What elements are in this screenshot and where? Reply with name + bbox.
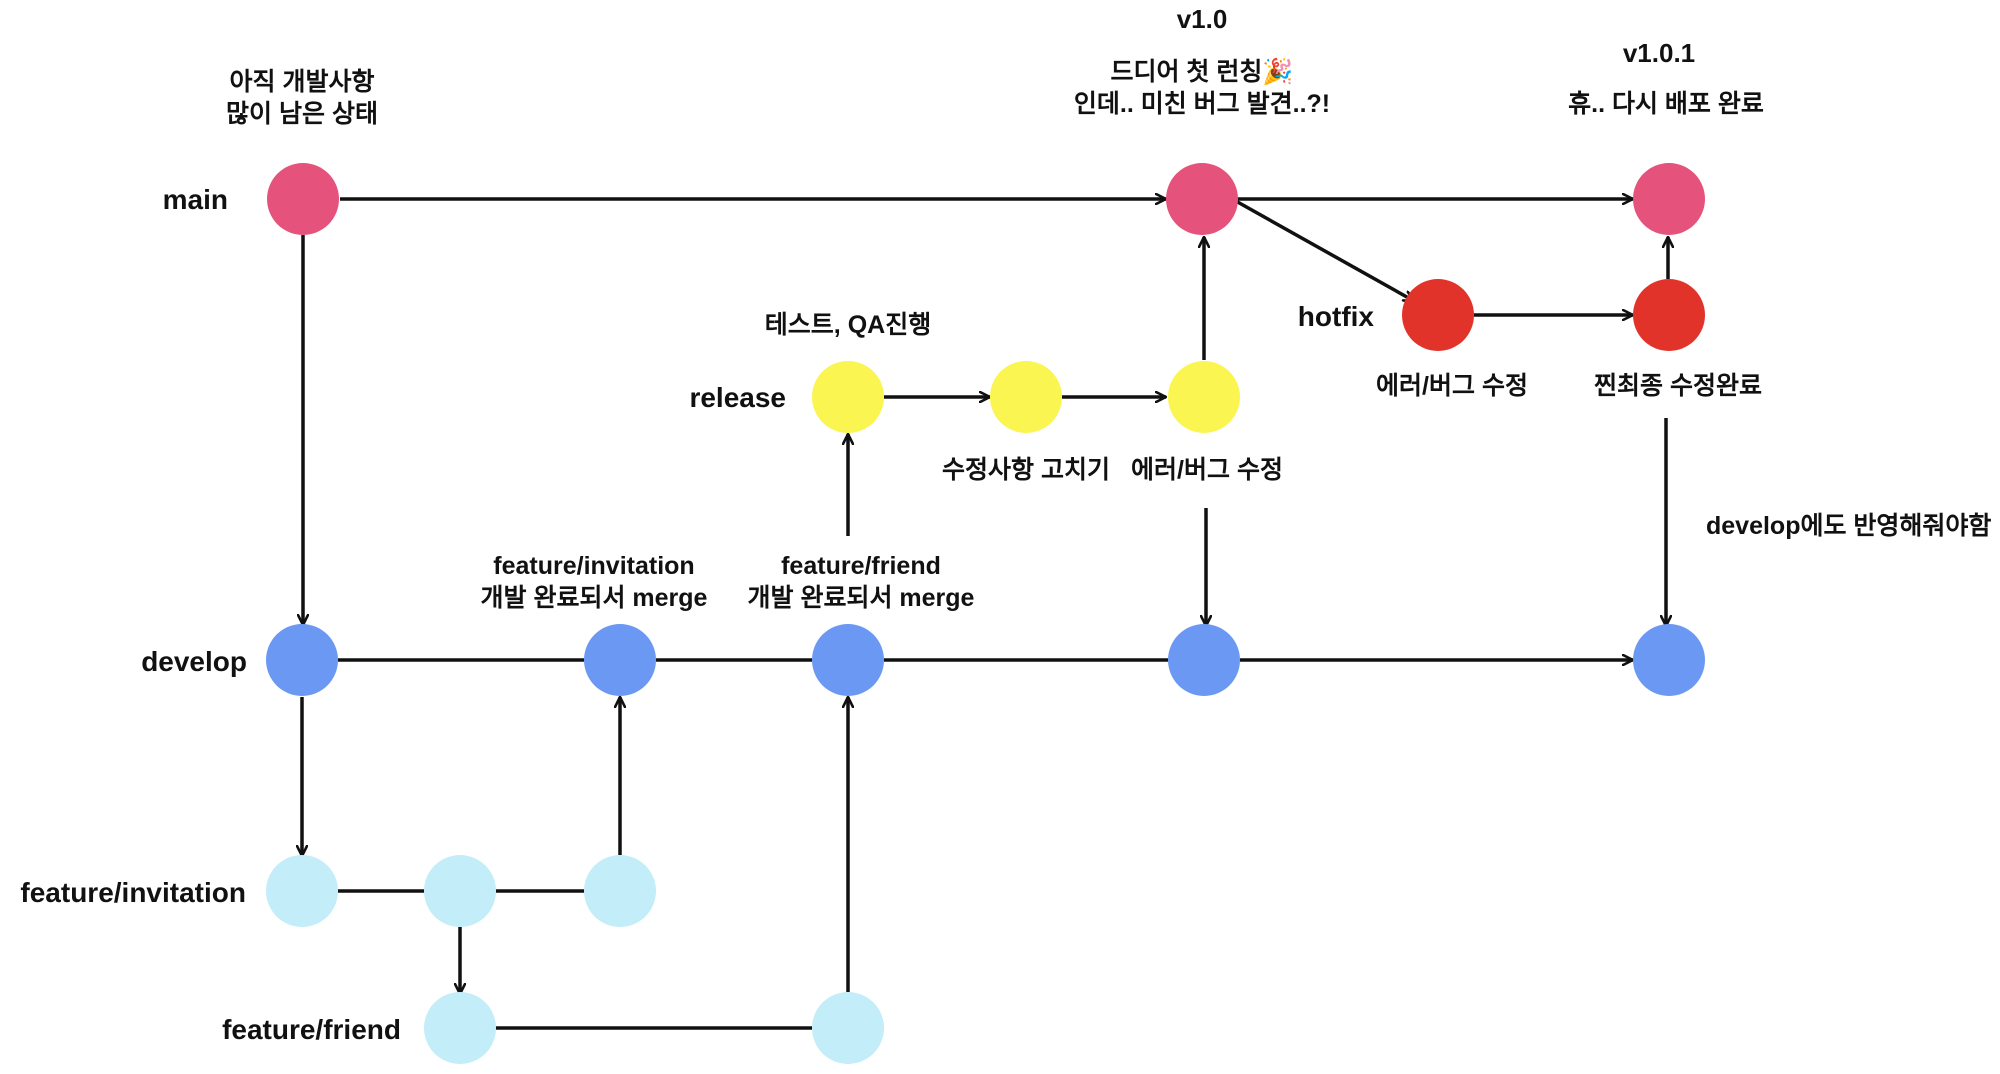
note-hotfix-fix-1: 에러/버그 수정 [1376, 372, 1528, 400]
develop-commit-1 [266, 624, 338, 696]
note-release-fix-2: 에러/버그 수정 [1131, 456, 1283, 484]
note-hotfix-fix-2: 찐최종 수정완료 [1594, 372, 1762, 400]
note-line: 아직 개발사항 [230, 68, 375, 96]
invitation-commit-2 [424, 855, 496, 927]
version-label-v1-0: v1.0 [1177, 4, 1228, 34]
note-line: 휴.. 다시 배포 완료 [1568, 90, 1764, 118]
invitation-commit-1 [266, 855, 338, 927]
branch-label-main: main [163, 184, 228, 215]
note-line: 많이 남은 상태 [226, 100, 378, 128]
version-label-v1-0-1: v1.0.1 [1623, 38, 1695, 68]
note-release-test: 테스트, QA진행 [765, 311, 931, 339]
note-merge-invitation: feature/invitation 개발 완료되서 merge [481, 552, 708, 612]
note-line: 에러/버그 수정 [1131, 456, 1283, 484]
release-commit-2 [990, 361, 1062, 433]
develop-commit-4 [1168, 624, 1240, 696]
hotfix-commit-1 [1402, 279, 1474, 351]
invitation-commit-3 [584, 855, 656, 927]
main-commit-v1-0 [1166, 163, 1238, 235]
note-release-fix-1: 수정사항 고치기 [942, 456, 1110, 484]
version-labels: v1.0 v1.0.1 [1177, 4, 1695, 68]
main-commit-start [267, 163, 339, 235]
branch-label-release: release [689, 382, 786, 413]
edge-v1-to-hotfix [1233, 198, 1414, 303]
note-line: 테스트, QA진행 [765, 311, 931, 339]
note-line: 개발 완료되서 merge [481, 584, 708, 612]
note-merge-friend: feature/friend 개발 완료되서 merge [748, 552, 975, 612]
commit-nodes [266, 163, 1705, 1064]
release-commit-1 [812, 361, 884, 433]
note-line: 수정사항 고치기 [942, 456, 1110, 484]
friend-commit-1 [424, 992, 496, 1064]
note-line: 에러/버그 수정 [1376, 372, 1528, 400]
main-commit-v1-0-1 [1633, 163, 1705, 235]
develop-commit-2 [584, 624, 656, 696]
develop-commit-5 [1633, 624, 1705, 696]
note-line: feature/invitation [493, 552, 694, 580]
note-v1-0-1: 휴.. 다시 배포 완료 [1568, 90, 1764, 118]
develop-commit-3 [812, 624, 884, 696]
note-develop-reflect: develop에도 반영해줘야함 [1706, 512, 1991, 540]
note-line: feature/friend [781, 552, 941, 580]
branch-label-feature-invitation: feature/invitation [20, 877, 246, 908]
branch-label-feature-friend: feature/friend [222, 1014, 401, 1045]
note-line: 인데.. 미친 버그 발견..?! [1074, 90, 1330, 118]
note-line: 드디어 첫 런칭🎉 [1110, 57, 1293, 87]
note-line: develop에도 반영해줘야함 [1706, 512, 1991, 540]
branch-label-hotfix: hotfix [1298, 301, 1375, 332]
hotfix-commit-2 [1633, 279, 1705, 351]
release-commit-3 [1168, 361, 1240, 433]
edges [302, 198, 1668, 1030]
branch-labels: main develop release hotfix feature/invi… [20, 184, 1374, 1045]
friend-commit-2 [812, 992, 884, 1064]
branch-label-develop: develop [141, 646, 247, 677]
note-line: 개발 완료되서 merge [748, 584, 975, 612]
note-line: 찐최종 수정완료 [1594, 372, 1762, 400]
note-v1-0: 드디어 첫 런칭🎉 인데.. 미친 버그 발견..?! [1074, 57, 1330, 118]
